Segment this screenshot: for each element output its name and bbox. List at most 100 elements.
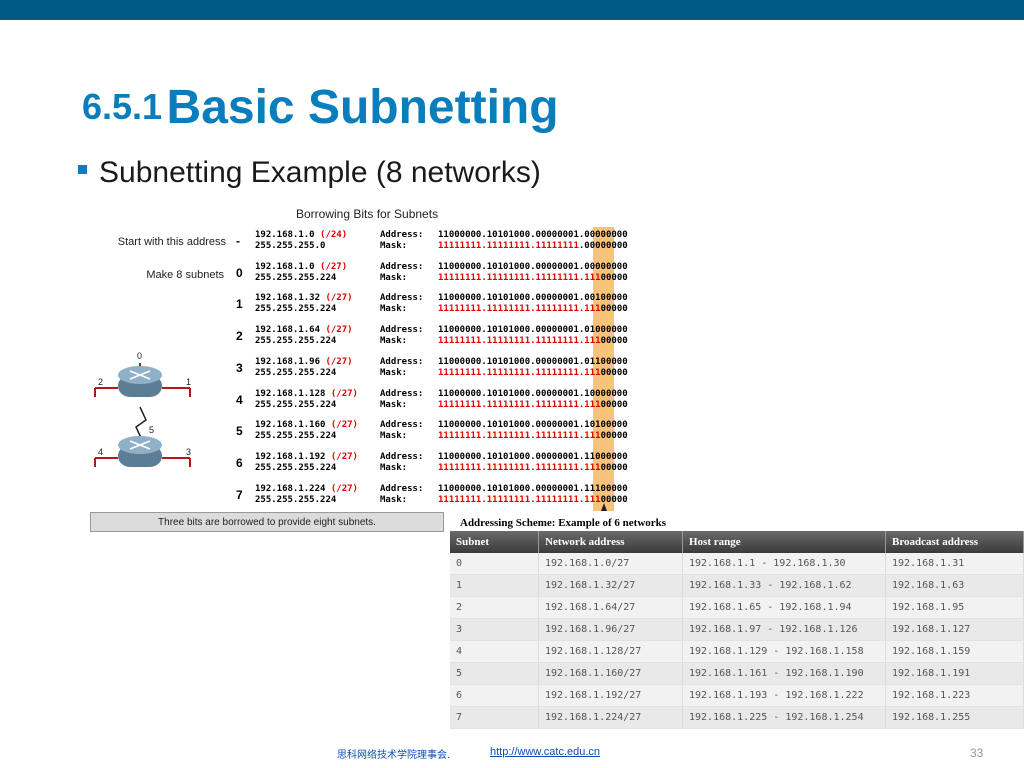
subnet-prefix: (/27): [330, 452, 358, 462]
cell-subnet: 3: [450, 618, 539, 641]
subnet-address-block: 192.168.1.224 (/27) 255.255.255.224: [255, 484, 358, 506]
svg-text:4: 4: [98, 447, 103, 457]
subnet-prefix: (/27): [325, 357, 353, 367]
cell-host-range: 192.168.1.33 - 192.168.1.62: [682, 574, 886, 597]
mask-binary-host: 00000: [600, 336, 628, 346]
binary-labels: Address: Mask:: [380, 420, 424, 441]
mask-binary-network: 11111111.11111111.11111111.111: [438, 463, 601, 473]
make-subnets-label: Make 8 subnets: [146, 269, 224, 281]
subnet-mask: 255.255.255.224: [255, 368, 337, 378]
mask-binary-network: 11111111.11111111.11111111.111: [438, 400, 601, 410]
cell-broadcast: 192.168.1.191: [885, 662, 1024, 685]
svg-text:RouterA: RouterA: [126, 400, 152, 407]
subnet-address-block: 192.168.1.0 (/27) 255.255.255.224: [255, 262, 347, 284]
binary-labels: Address: Mask:: [380, 293, 424, 314]
cell-subnet: 1: [450, 574, 539, 597]
arrow-icon: [601, 503, 607, 511]
cell-host-range: 192.168.1.161 - 192.168.1.190: [682, 662, 886, 685]
mask-binary-network: 11111111.11111111.11111111.111: [438, 273, 601, 283]
subnet-ip: 192.168.1.160: [255, 420, 326, 430]
cell-subnet: 2: [450, 596, 539, 619]
binary-values: 11000000.10101000.00000001.01000000 1111…: [438, 325, 628, 347]
bullet-item: Subnetting Example (8 networks): [78, 156, 541, 190]
cell-subnet: 4: [450, 640, 539, 663]
footer-link[interactable]: http://www.catc.edu.cn: [490, 746, 601, 758]
address-binary: 11000000.10101000.00000001.00100000: [438, 293, 628, 303]
mask-binary-network: 11111111.11111111.11111111.111: [438, 304, 601, 314]
binary-labels: Address: Mask:: [380, 389, 424, 410]
binary-values: 11000000.10101000.00000001.00000000 1111…: [438, 262, 628, 284]
top-bar: [0, 0, 1024, 20]
address-binary: 11000000.10101000.00000001.10000000: [438, 389, 628, 399]
cell-broadcast: 192.168.1.63: [885, 574, 1024, 597]
subnet-address-block: 192.168.1.192 (/27) 255.255.255.224: [255, 452, 358, 474]
cell-host-range: 192.168.1.97 - 192.168.1.126: [682, 618, 886, 641]
cell-subnet: 7: [450, 706, 539, 729]
figure-caption: Three bits are borrowed to provide eight…: [90, 512, 444, 532]
cell-network: 192.168.1.224/27: [538, 706, 683, 729]
router-diagram: 0 1 2 3 4 5 RouterA RouterB: [90, 345, 210, 515]
cell-broadcast: 192.168.1.255: [885, 706, 1024, 729]
col-network: Network address: [538, 531, 683, 553]
subnet-address-block: 192.168.1.32 (/27) 255.255.255.224: [255, 293, 353, 315]
subnet-index: -: [236, 234, 240, 248]
subnet-index: 0: [236, 266, 243, 280]
subnet-ip: 192.168.1.64: [255, 325, 321, 335]
col-subnet: Subnet: [450, 531, 539, 553]
mask-binary-network: 11111111.11111111.11111111.111: [438, 368, 601, 378]
subnet-prefix: (/24): [320, 230, 348, 240]
svg-text:0: 0: [137, 351, 142, 361]
address-binary: 11000000.10101000.00000001.10100000: [438, 420, 628, 430]
subnet-index: 7: [236, 488, 243, 502]
subnet-ip: 192.168.1.192: [255, 452, 326, 462]
cell-broadcast: 192.168.1.159: [885, 640, 1024, 663]
address-binary: 11000000.10101000.00000001.01100000: [438, 357, 628, 367]
col-broadcast: Broadcast address: [885, 531, 1024, 553]
subnet-address-block: 192.168.1.0 (/24) 255.255.255.0: [255, 230, 347, 252]
svg-text:2: 2: [98, 377, 103, 387]
subnet-index: 4: [236, 393, 243, 407]
subnet-mask: 255.255.255.224: [255, 304, 337, 314]
cell-broadcast: 192.168.1.223: [885, 684, 1024, 707]
subnet-prefix: (/27): [325, 293, 353, 303]
cell-host-range: 192.168.1.1 - 192.168.1.30: [682, 553, 886, 575]
subnet-ip: 192.168.1.0: [255, 262, 315, 272]
subnet-prefix: (/27): [320, 262, 348, 272]
title-text: Basic Subnetting: [166, 81, 559, 134]
subnet-index: 6: [236, 456, 243, 470]
subnet-index: 2: [236, 329, 243, 343]
binary-labels: Address: Mask:: [380, 484, 424, 505]
subnet-index: 5: [236, 424, 243, 438]
mask-binary-host: 00000: [600, 400, 628, 410]
mask-binary-host: 00000: [600, 431, 628, 441]
subnet-ip: 192.168.1.32: [255, 293, 321, 303]
binary-labels: Address: Mask:: [380, 357, 424, 378]
binary-values: 11000000.10101000.00000001.00100000 1111…: [438, 293, 628, 315]
cell-subnet: 6: [450, 684, 539, 707]
subnet-mask: 255.255.255.0: [255, 241, 326, 251]
subnet-address-block: 192.168.1.128 (/27) 255.255.255.224: [255, 389, 358, 411]
mask-binary-network: 11111111.11111111.11111111.111: [438, 336, 601, 346]
cell-network: 192.168.1.0/27: [538, 553, 683, 575]
binary-labels: Address: Mask:: [380, 230, 424, 251]
address-binary: 11000000.10101000.00000001.00000000: [438, 230, 628, 240]
subnet-mask: 255.255.255.224: [255, 400, 337, 410]
address-binary: 11000000.10101000.00000001.11100000: [438, 484, 628, 494]
scheme-title: Addressing Scheme: Example of 6 networks: [460, 517, 667, 529]
cell-host-range: 192.168.1.193 - 192.168.1.222: [682, 684, 886, 707]
subnet-index: 1: [236, 297, 243, 311]
cell-network: 192.168.1.128/27: [538, 640, 683, 663]
mask-binary-host: 00000: [600, 463, 628, 473]
subnet-ip: 192.168.1.96: [255, 357, 321, 367]
address-binary: 11000000.10101000.00000001.00000000: [438, 262, 628, 272]
subnet-prefix: (/27): [325, 325, 353, 335]
subnet-address-block: 192.168.1.96 (/27) 255.255.255.224: [255, 357, 353, 379]
subnet-ip: 192.168.1.128: [255, 389, 326, 399]
start-label: Start with this address: [117, 236, 226, 248]
mask-binary-network: 11111111.11111111.11111111: [438, 241, 579, 251]
binary-values: 11000000.10101000.00000001.11000000 1111…: [438, 452, 628, 474]
